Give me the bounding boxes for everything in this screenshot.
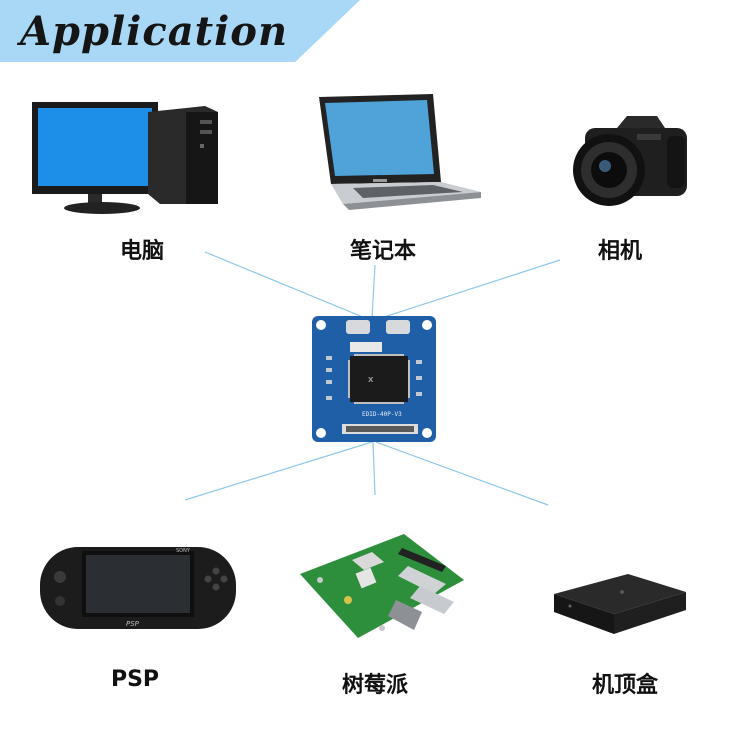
camera-icon <box>573 116 687 206</box>
svg-text:X: X <box>368 376 374 384</box>
line-raspberry-pi <box>372 441 376 496</box>
psp-logo-text: PSP <box>126 620 140 628</box>
laptop-icon <box>319 94 481 210</box>
line-psp <box>184 441 373 501</box>
driver-board-pcb: X EDID-40P-V3 <box>312 316 436 442</box>
line-set-top-box <box>375 441 549 506</box>
psp-console-icon: SONY PSP <box>40 547 236 629</box>
label-psp: PSP <box>110 667 160 692</box>
raspberry-pi-board-icon <box>300 534 464 638</box>
line-camera <box>374 259 561 321</box>
psp-brand-text: SONY <box>176 548 191 554</box>
label-raspberry-pi: 树莓派 <box>341 673 408 698</box>
label-camera: 相机 <box>597 239 642 264</box>
label-laptop: 笔记本 <box>349 239 416 264</box>
board-silkscreen-text: EDID-40P-V3 <box>362 411 402 418</box>
set-top-box-icon <box>554 574 686 634</box>
line-computer <box>204 251 371 321</box>
label-computer: 电脑 <box>119 239 164 264</box>
title-banner <box>0 0 360 62</box>
banner-title: Application <box>20 8 289 55</box>
line-laptop <box>371 264 376 319</box>
label-set-top-box: 机顶盒 <box>591 673 658 698</box>
desktop-computer-icon <box>32 102 218 214</box>
